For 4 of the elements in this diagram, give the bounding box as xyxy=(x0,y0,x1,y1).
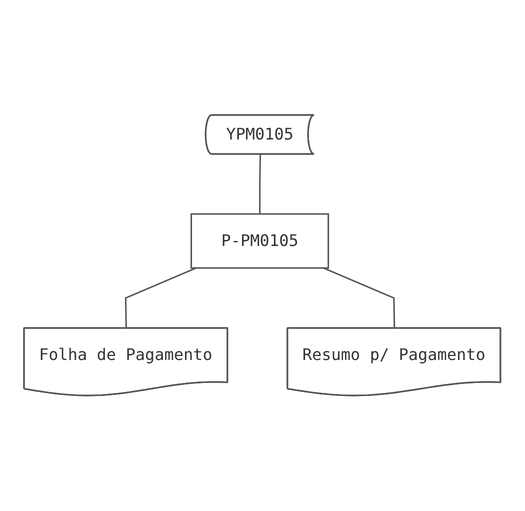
connector xyxy=(259,154,262,214)
connector xyxy=(125,268,197,329)
node-box: P-PM0105 xyxy=(190,214,330,269)
connector xyxy=(323,268,396,329)
